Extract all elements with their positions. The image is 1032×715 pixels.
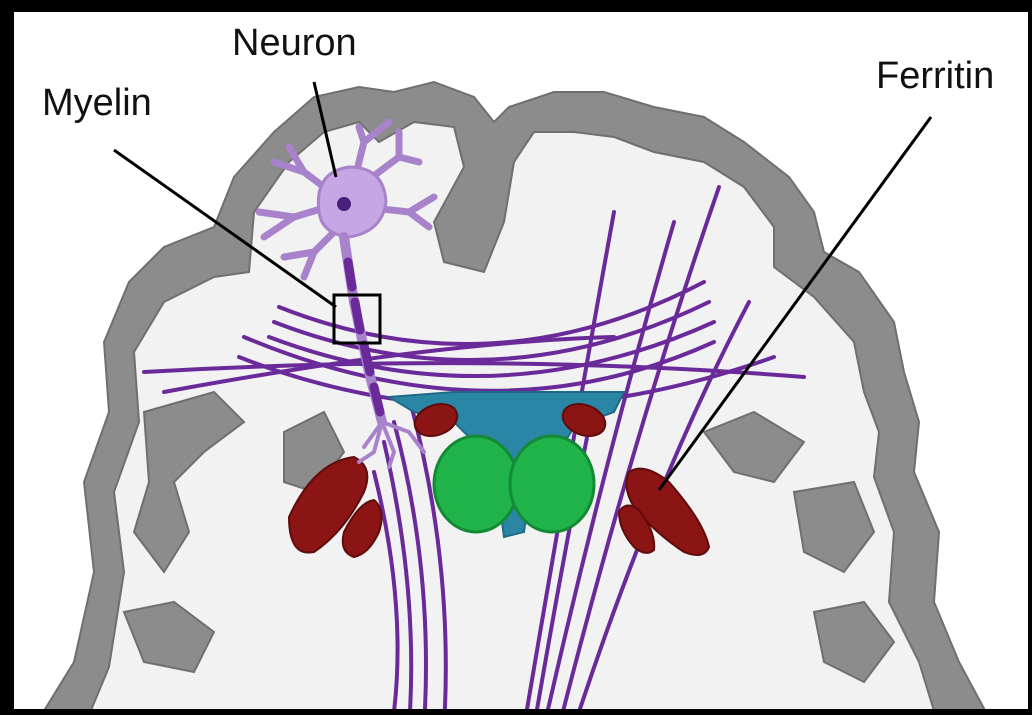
label-myelin: Myelin xyxy=(42,84,152,122)
label-ferritin: Ferritin xyxy=(876,57,994,95)
thalamus-left xyxy=(434,436,518,532)
brain-coronal-section xyxy=(14,12,1032,715)
label-neuron: Neuron xyxy=(232,24,357,62)
thalamus-right xyxy=(510,436,594,532)
